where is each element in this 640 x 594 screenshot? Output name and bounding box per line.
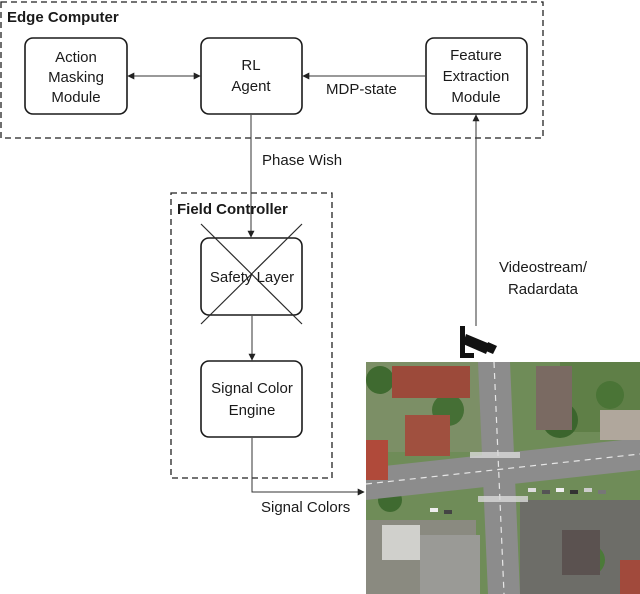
signal-color-engine-line-1: Signal Color (211, 380, 293, 397)
rl-agent-line-1: RL (241, 57, 260, 74)
signal-colors-label: Signal Colors (261, 499, 350, 516)
edge-computer-boundary (0, 1, 544, 139)
videostream-label-line-1: Videostream/ (499, 259, 588, 276)
edge-signal-colors (251, 438, 365, 496)
feature-extraction-module-node[interactable]: Feature Extraction Module (425, 37, 528, 115)
action-masking-line-2: Masking (48, 69, 104, 86)
videostream-label-line-2: Radardata (508, 281, 579, 298)
safety-layer-label: Safety Layer (210, 269, 294, 286)
signal-color-engine-node[interactable]: Signal Color Engine (200, 360, 303, 438)
edge-computer-title: Edge Computer (7, 9, 119, 26)
safety-layer-node[interactable]: Safety Layer (200, 223, 303, 325)
field-controller-title: Field Controller (177, 201, 288, 218)
feature-extraction-line-3: Module (451, 89, 500, 106)
safety-layer-cross-b (200, 223, 303, 325)
mdp-state-label: MDP-state (326, 81, 397, 98)
rl-agent-node[interactable]: RL Agent (200, 37, 303, 115)
security-camera-icon (460, 326, 497, 358)
aerial-intersection-photo (366, 362, 640, 594)
action-masking-line-1: Action (55, 49, 97, 66)
rl-agent-line-2: Agent (231, 78, 271, 95)
phase-wish-label: Phase Wish (262, 152, 342, 169)
edge-computer-group: Edge Computer (0, 1, 544, 139)
feature-extraction-line-2: Extraction (443, 68, 510, 85)
action-masking-line-3: Module (51, 89, 100, 106)
feature-extraction-line-1: Feature (450, 47, 502, 64)
action-masking-module-node[interactable]: Action Masking Module (24, 37, 128, 115)
signal-color-engine-line-2: Engine (229, 402, 276, 419)
